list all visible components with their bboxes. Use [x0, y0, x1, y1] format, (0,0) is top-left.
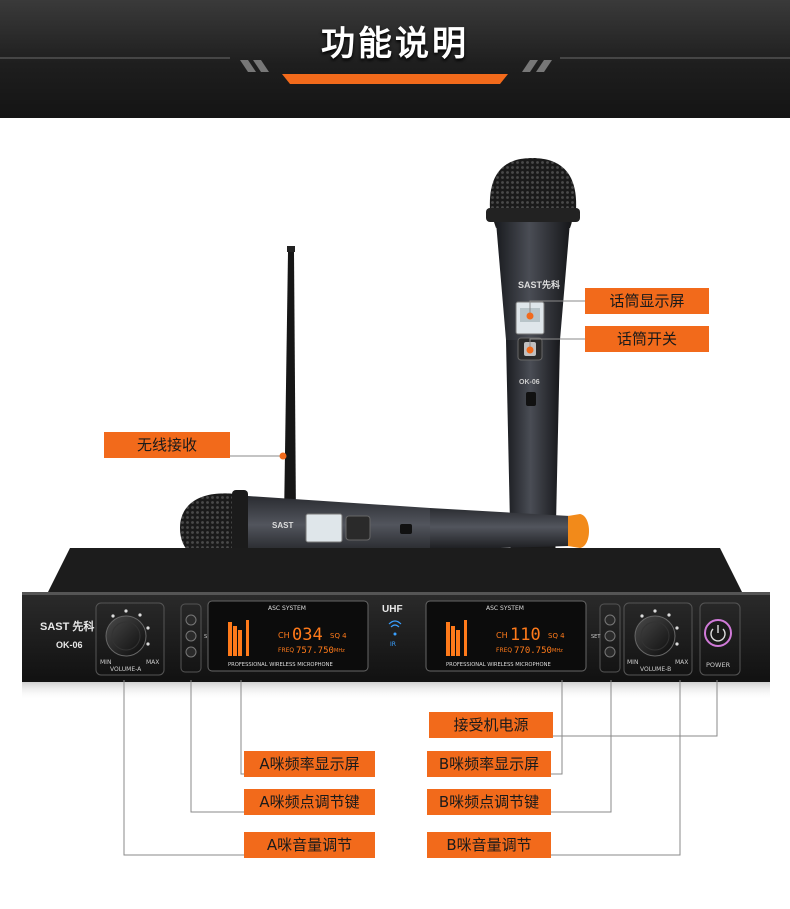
callout-mic-display: 话筒显示屏: [585, 288, 709, 314]
a-asc-label: ASC SYSTEM: [268, 605, 306, 612]
b-down-key[interactable]: [604, 646, 616, 658]
svg-text:SAST先科: SAST先科: [518, 279, 560, 290]
callout-a-display: A咪频率显示屏: [244, 751, 375, 777]
a-freq-value: 757.750: [296, 646, 334, 656]
volume-b-label: VOLUME-B: [640, 666, 671, 673]
b-screen-caption: PROFESSIONAL WIRELESS MICROPHONE: [446, 662, 551, 668]
callout-mic-switch: 话筒开关: [585, 326, 709, 352]
page-title: 功能说明: [321, 24, 469, 64]
callout-a-volume: A咪音量调节: [244, 832, 375, 858]
callout-antenna: 无线接收: [104, 432, 230, 458]
banner-accent-stripe: [0, 57, 790, 84]
b-channel-number: 110: [510, 625, 541, 645]
a-ch-label: CH: [278, 631, 290, 640]
svg-text:SAST: SAST: [272, 521, 293, 530]
volume-b-max: MAX: [675, 659, 688, 666]
a-channel-number: 034: [292, 625, 323, 645]
volume-a-max: MAX: [146, 659, 159, 666]
a-up-key[interactable]: [185, 614, 197, 626]
power-label: POWER: [706, 661, 731, 669]
b-asc-label: ASC SYSTEM: [486, 605, 524, 612]
ir-label: IR: [390, 641, 396, 648]
b-up-key[interactable]: [604, 614, 616, 626]
volume-b-min: MIN: [627, 659, 638, 666]
b-ch-label: CH: [496, 631, 508, 640]
b-mhz-unit: MHz: [552, 648, 563, 654]
model-label: OK-06: [56, 640, 83, 650]
b-set-label: SET: [591, 634, 601, 640]
a-down-key[interactable]: [185, 646, 197, 658]
callout-b-display: B咪频率显示屏: [427, 751, 551, 777]
callout-power-supply: 接受机电源: [429, 712, 553, 738]
receiver-unit: SAST 先科 OK-06 MIN MAX VOLUME-A SET ASC S…: [22, 548, 770, 700]
power-icon: [710, 628, 726, 642]
callout-b-freq-keys: B咪频点调节键: [427, 789, 551, 815]
a-screen-caption: PROFESSIONAL WIRELESS MICROPHONE: [228, 662, 333, 668]
a-mhz-unit: MHz: [334, 648, 345, 654]
callout-dots: [279, 312, 534, 460]
wifi-icon: [388, 620, 402, 628]
callout-b-volume: B咪音量调节: [427, 832, 551, 858]
b-freq-label: FREQ: [496, 647, 512, 654]
uhf-label: UHF: [382, 604, 403, 615]
a-set-key[interactable]: [185, 630, 197, 642]
a-freq-label: FREQ: [278, 647, 294, 654]
brand-logo: SAST 先科: [40, 619, 94, 633]
title-banner: 功能说明: [0, 0, 790, 118]
b-set-key[interactable]: [604, 630, 616, 642]
volume-a-label: VOLUME-A: [110, 666, 142, 673]
b-freq-value: 770.750: [514, 646, 552, 656]
lying-microphone: SAST: [180, 490, 589, 564]
volume-a-min: MIN: [100, 659, 111, 666]
callout-a-freq-keys: A咪频点调节键: [244, 789, 375, 815]
a-sq-value: SQ 4: [330, 632, 347, 640]
mic-model-label: OK-06: [519, 379, 540, 386]
b-sq-value: SQ 4: [548, 632, 565, 640]
